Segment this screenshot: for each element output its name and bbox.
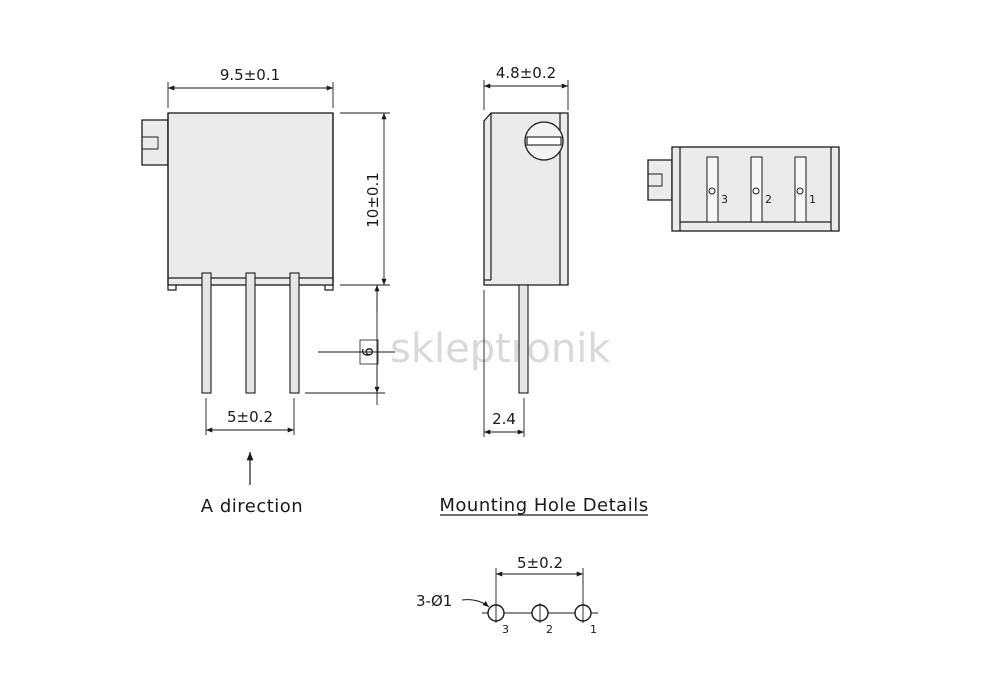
side-depth-dim: 4.8±0.2 xyxy=(496,64,556,82)
front-view: 9.5±0.1 10±0.1 6 5±0.2 A direction xyxy=(141,66,395,517)
mounting-title: Mounting Hole Details xyxy=(439,495,648,516)
front-height-dim: 10±0.1 xyxy=(364,172,382,228)
front-pin-2 xyxy=(245,272,256,394)
front-lead-dim: 6 xyxy=(359,347,377,357)
front-body xyxy=(167,112,334,286)
bottom-pin-label-2: 2 xyxy=(765,193,772,206)
watermark: skleptronik xyxy=(390,326,611,372)
mounting-pitch-dim: 5±0.2 xyxy=(517,554,563,572)
hole-callout: 3-Ø1 xyxy=(416,592,452,610)
bottom-adjust-tab xyxy=(647,159,673,201)
front-pitch-dim: 5±0.2 xyxy=(227,408,273,426)
front-adjust-tab xyxy=(141,119,169,166)
mounting-hole-label-3: 3 xyxy=(502,623,509,636)
front-pin-1 xyxy=(201,272,212,394)
mounting-hole-details: Mounting Hole Details 5±0.2 3 2 1 3-Ø1 xyxy=(416,495,648,636)
bottom-pin-label-1: 1 xyxy=(809,193,816,206)
side-pin xyxy=(518,284,529,394)
direction-label: A direction xyxy=(201,496,303,517)
side-view: 4.8±0.2 2.4 xyxy=(483,64,569,437)
side-offset-dim: 2.4 xyxy=(492,410,516,428)
mounting-hole-label-2: 2 xyxy=(546,623,553,636)
bottom-pin-label-3: 3 xyxy=(721,193,728,206)
front-pin-3 xyxy=(289,272,300,394)
bottom-view: 3 2 1 xyxy=(647,146,840,232)
mounting-hole-label-1: 1 xyxy=(590,623,597,636)
front-width-dim: 9.5±0.1 xyxy=(220,66,280,84)
